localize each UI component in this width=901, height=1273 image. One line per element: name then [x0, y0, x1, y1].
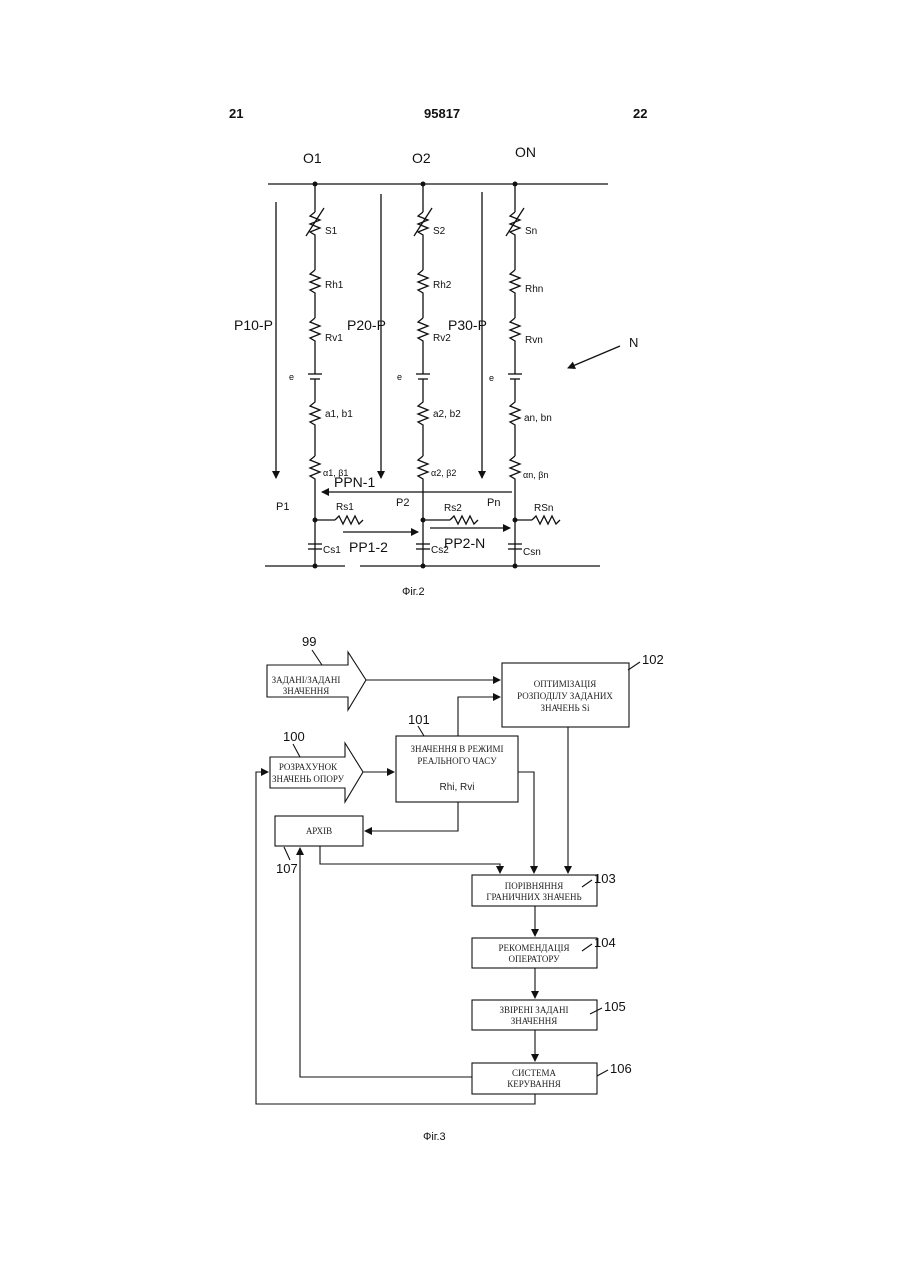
label-e1: e — [289, 372, 294, 382]
resistor-rs1 — [335, 516, 363, 524]
link-106-107 — [300, 848, 472, 1077]
label-p2: P2 — [396, 497, 409, 509]
label-csn: Csn — [523, 547, 541, 558]
label-rvn: Rvn — [525, 335, 543, 346]
label-p10: P10-P — [234, 317, 273, 333]
resistor-rsn — [532, 516, 560, 524]
num-99: 99 — [302, 634, 316, 649]
num-102: 102 — [642, 652, 664, 667]
label-p1: P1 — [276, 501, 289, 513]
fig2-caption: Фіг.2 — [402, 586, 425, 598]
block-106-line2: КЕРУВАННЯ — [507, 1079, 561, 1089]
num-107: 107 — [276, 861, 298, 876]
label-ppn1: PPN-1 — [334, 474, 375, 490]
link-101-102 — [458, 697, 500, 736]
link-101-103 — [518, 772, 534, 873]
label-pn: Pn — [487, 497, 500, 509]
block-105-line2: ЗНАЧЕННЯ — [511, 1016, 558, 1026]
block-101-line3: Rhi, Rvi — [439, 782, 474, 793]
label-pp12: PP1-2 — [349, 539, 388, 555]
block-99-line1: ЗАДАНІ/ЗАДАНІ — [272, 675, 341, 685]
block-104-line2: ОПЕРАТОРУ — [508, 954, 560, 964]
label-rhn: Rhn — [525, 284, 543, 295]
block-105-line1: ЗВІРЕНІ ЗАДАНІ — [500, 1005, 569, 1015]
block-103-line2: ГРАНИЧНИХ ЗНАЧЕНЬ — [486, 892, 581, 902]
label-rv1: Rv1 — [325, 333, 343, 344]
label-abn: an, bn — [524, 413, 552, 424]
fig3-caption: Фіг.3 — [423, 1131, 446, 1143]
column-2 — [414, 184, 432, 566]
num-104: 104 — [594, 935, 616, 950]
fig2-circuit-diagram — [265, 184, 620, 566]
label-network-n: N — [629, 335, 638, 350]
label-ab2: a2, b2 — [433, 409, 461, 420]
block-100-shape — [270, 743, 363, 802]
label-alphan: αn, βn — [523, 470, 548, 480]
block-100-line1: РОЗРАХУНОК — [279, 762, 338, 772]
label-rh1: Rh1 — [325, 280, 344, 291]
block-106-line1: СИСТЕМА — [512, 1068, 557, 1078]
resistor-rs2 — [450, 516, 478, 524]
label-rs1: Rs1 — [336, 502, 354, 513]
block-102-line3: ЗНАЧЕНЬ Si — [541, 703, 590, 713]
num-103: 103 — [594, 871, 616, 886]
num-105: 105 — [604, 999, 626, 1014]
label-alpha2: α2, β2 — [431, 468, 456, 478]
label-rh2: Rh2 — [433, 280, 452, 291]
num-106: 106 — [610, 1061, 632, 1076]
block-102-line2: РОЗПОДІЛУ ЗАДАНИХ — [517, 691, 613, 701]
block-103-line1: ПОРІВНЯННЯ — [505, 881, 564, 891]
label-ab1: a1, b1 — [325, 409, 353, 420]
block-102-line1: ОПТИМІЗАЦІЯ — [534, 679, 597, 689]
block-107-line1: АРХІВ — [306, 826, 332, 836]
label-rs2: Rs2 — [444, 503, 462, 514]
link-101-107 — [365, 802, 458, 831]
num-101: 101 — [408, 712, 430, 727]
node-on: ON — [515, 144, 536, 160]
column-n — [506, 184, 524, 566]
label-e2: e — [397, 372, 402, 382]
block-99-line2: ЗНАЧЕННЯ — [283, 686, 330, 696]
label-rv2: Rv2 — [433, 333, 451, 344]
link-107-103 — [320, 846, 500, 873]
fig3-flowchart — [256, 650, 640, 1104]
node-o2: O2 — [412, 150, 431, 166]
block-104-line1: РЕКОМЕНДАЦІЯ — [499, 943, 570, 953]
label-s1: S1 — [325, 226, 338, 237]
label-p20: P20-P — [347, 317, 386, 333]
block-101-line2: РЕАЛЬНОГО ЧАСУ — [417, 756, 497, 766]
label-p30: P30-P — [448, 317, 487, 333]
label-en: e — [489, 373, 494, 383]
label-pp2n: PP2-N — [444, 535, 485, 551]
block-101-line1: ЗНАЧЕННЯ В РЕЖИМІ — [410, 744, 503, 754]
num-100: 100 — [283, 729, 305, 744]
arrow-n — [568, 346, 620, 368]
label-cs1: Cs1 — [323, 545, 341, 556]
label-rsn: RSn — [534, 503, 553, 514]
node-o1: O1 — [303, 150, 322, 166]
label-sn: Sn — [525, 226, 537, 237]
label-s2: S2 — [433, 226, 446, 237]
column-1 — [306, 184, 324, 566]
block-100-line2: ЗНАЧЕНЬ ОПОРУ — [272, 774, 345, 784]
